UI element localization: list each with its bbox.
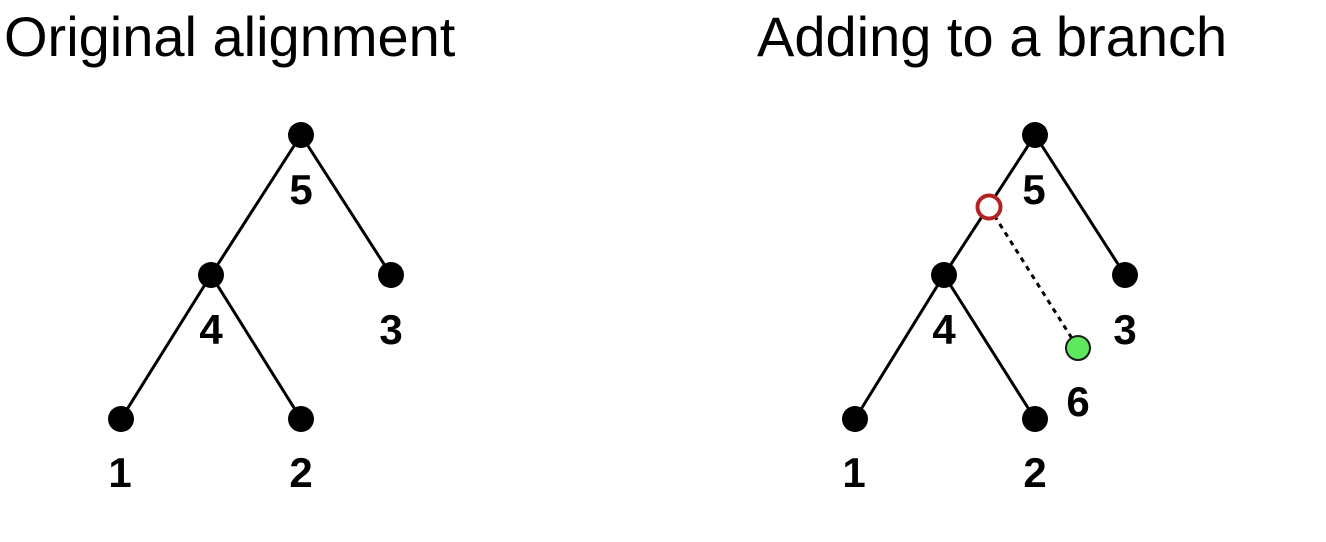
node-3 bbox=[1112, 262, 1138, 288]
node-1 bbox=[108, 406, 134, 432]
node-3-label: 3 bbox=[379, 306, 402, 353]
node-1 bbox=[842, 406, 868, 432]
node-4-label: 4 bbox=[199, 306, 223, 353]
node-4 bbox=[931, 262, 957, 288]
edge-4-1 bbox=[853, 274, 946, 420]
node-4-label: 4 bbox=[932, 306, 956, 353]
title-original-alignment: Original alignment bbox=[4, 5, 456, 68]
node-2-label: 2 bbox=[289, 449, 312, 496]
node-5 bbox=[1022, 122, 1048, 148]
node-3 bbox=[378, 262, 404, 288]
node-4 bbox=[198, 262, 224, 288]
modified-tree: 5 4 3 6 1 2 bbox=[842, 122, 1138, 496]
node-2-label: 2 bbox=[1023, 449, 1046, 496]
edge-5-3 bbox=[1033, 134, 1127, 276]
edge-4-2 bbox=[942, 274, 1037, 420]
original-tree: 5 4 3 1 2 bbox=[108, 122, 404, 496]
insertion-point-marker bbox=[975, 193, 1003, 221]
node-6-label: 6 bbox=[1066, 378, 1089, 425]
title-adding-to-a-branch: Adding to a branch bbox=[757, 5, 1228, 68]
node-2 bbox=[1022, 406, 1048, 432]
node-5 bbox=[288, 122, 314, 148]
dotted-connector-edge bbox=[987, 206, 1080, 349]
node-5-label: 5 bbox=[1022, 166, 1045, 213]
node-1-label: 1 bbox=[108, 449, 131, 496]
edge-4-1 bbox=[119, 274, 213, 420]
node-2 bbox=[288, 406, 314, 432]
node-1-label: 1 bbox=[842, 449, 865, 496]
edge-5-3 bbox=[299, 134, 393, 276]
edge-4-2 bbox=[209, 274, 303, 420]
node-3-label: 3 bbox=[1113, 306, 1136, 353]
new-node-6 bbox=[1065, 335, 1091, 361]
node-5-label: 5 bbox=[289, 166, 312, 213]
edge-5-4 bbox=[209, 134, 303, 276]
